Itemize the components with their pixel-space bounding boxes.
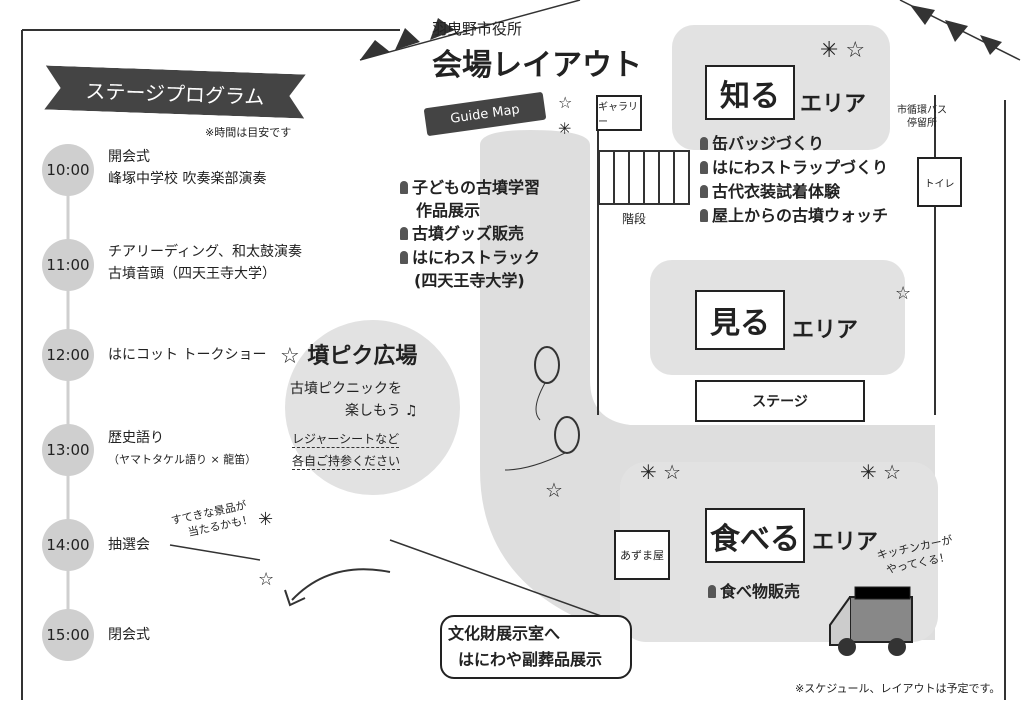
- footer-note: ※スケジュール、レイアウトは予定です。: [795, 682, 1001, 695]
- area-suffix: エリア: [812, 530, 879, 555]
- program-item: チアリーディング、和太鼓演奏古墳音頭（四天王寺大学）: [108, 244, 303, 282]
- star-icon: ✳☆: [258, 509, 275, 590]
- star-icon: ☆: [895, 283, 912, 304]
- taberu-label: 食べる: [705, 508, 805, 563]
- program-item: 閉会式: [108, 627, 150, 643]
- picnic-text: 楽しもう ♫: [345, 403, 418, 419]
- picnic-title: ☆ 墳ピク広場: [280, 344, 418, 369]
- stairs-label: 階段: [622, 212, 647, 226]
- program-item: 歴史語り（ヤマトタケル語り × 龍笛）: [108, 430, 257, 466]
- star-icon: ✳ ☆: [860, 460, 902, 484]
- program-ribbon: ステージプログラム: [44, 65, 305, 118]
- bus-stop: 市循環バス停留所: [897, 105, 947, 129]
- picnic-text: 古墳ピクニックを: [290, 381, 402, 397]
- time-badge: 10:00: [42, 144, 94, 196]
- star-icon: ✳ ☆: [640, 460, 682, 484]
- picnic-note: 各自ご持参ください: [292, 454, 401, 470]
- path-items: 子どもの古墳学習 作品展示 古墳グッズ販売 はにわストラック (四天王寺大学): [400, 176, 540, 292]
- taberu-items: 食べ物販売: [708, 580, 800, 604]
- picnic-note: レジャーシートなど: [292, 432, 400, 448]
- star-icon: ☆: [545, 478, 563, 502]
- music-note-icon: ♫: [400, 403, 418, 419]
- star-icon: ☆✳: [558, 93, 573, 138]
- kitchen-car-icon: [829, 586, 913, 656]
- area-suffix: エリア: [792, 318, 859, 343]
- stairs-icon: [598, 150, 690, 205]
- miru-label: 見る: [695, 290, 785, 350]
- time-badge: 15:00: [42, 609, 94, 661]
- time-badge: 12:00: [42, 329, 94, 381]
- org-name: 羽曳野市役所: [432, 20, 523, 38]
- program-item: 開会式峰塚中学校 吹奏楽部演奏: [108, 149, 267, 187]
- page-title: 会場レイアウト: [432, 48, 642, 83]
- time-badge: 14:00: [42, 519, 94, 571]
- picnic-area: [285, 320, 460, 495]
- stage: ステージ: [695, 380, 865, 422]
- star-icon: ✳ ☆: [820, 38, 866, 63]
- gallery: ギャラリー: [596, 95, 642, 131]
- shiru-label: 知る: [705, 65, 795, 120]
- shiru-items: 缶バッジづくり はにわストラップづくり 古代衣装試着体験 屋上からの古墳ウォッチ: [700, 132, 888, 228]
- program-note: ※時間は目安です: [205, 126, 292, 139]
- program-item: 抽選会: [108, 537, 150, 553]
- exhibit-sign: 文化財展示室へはにわや副葬品展示: [440, 615, 632, 679]
- time-badge: 11:00: [42, 239, 94, 291]
- toilet: トイレ: [917, 157, 962, 207]
- azumaya: あずま屋: [614, 530, 670, 580]
- area-suffix: エリア: [800, 92, 867, 117]
- program-item: はにコット トークショー: [108, 347, 267, 363]
- time-badge: 13:00: [42, 424, 94, 476]
